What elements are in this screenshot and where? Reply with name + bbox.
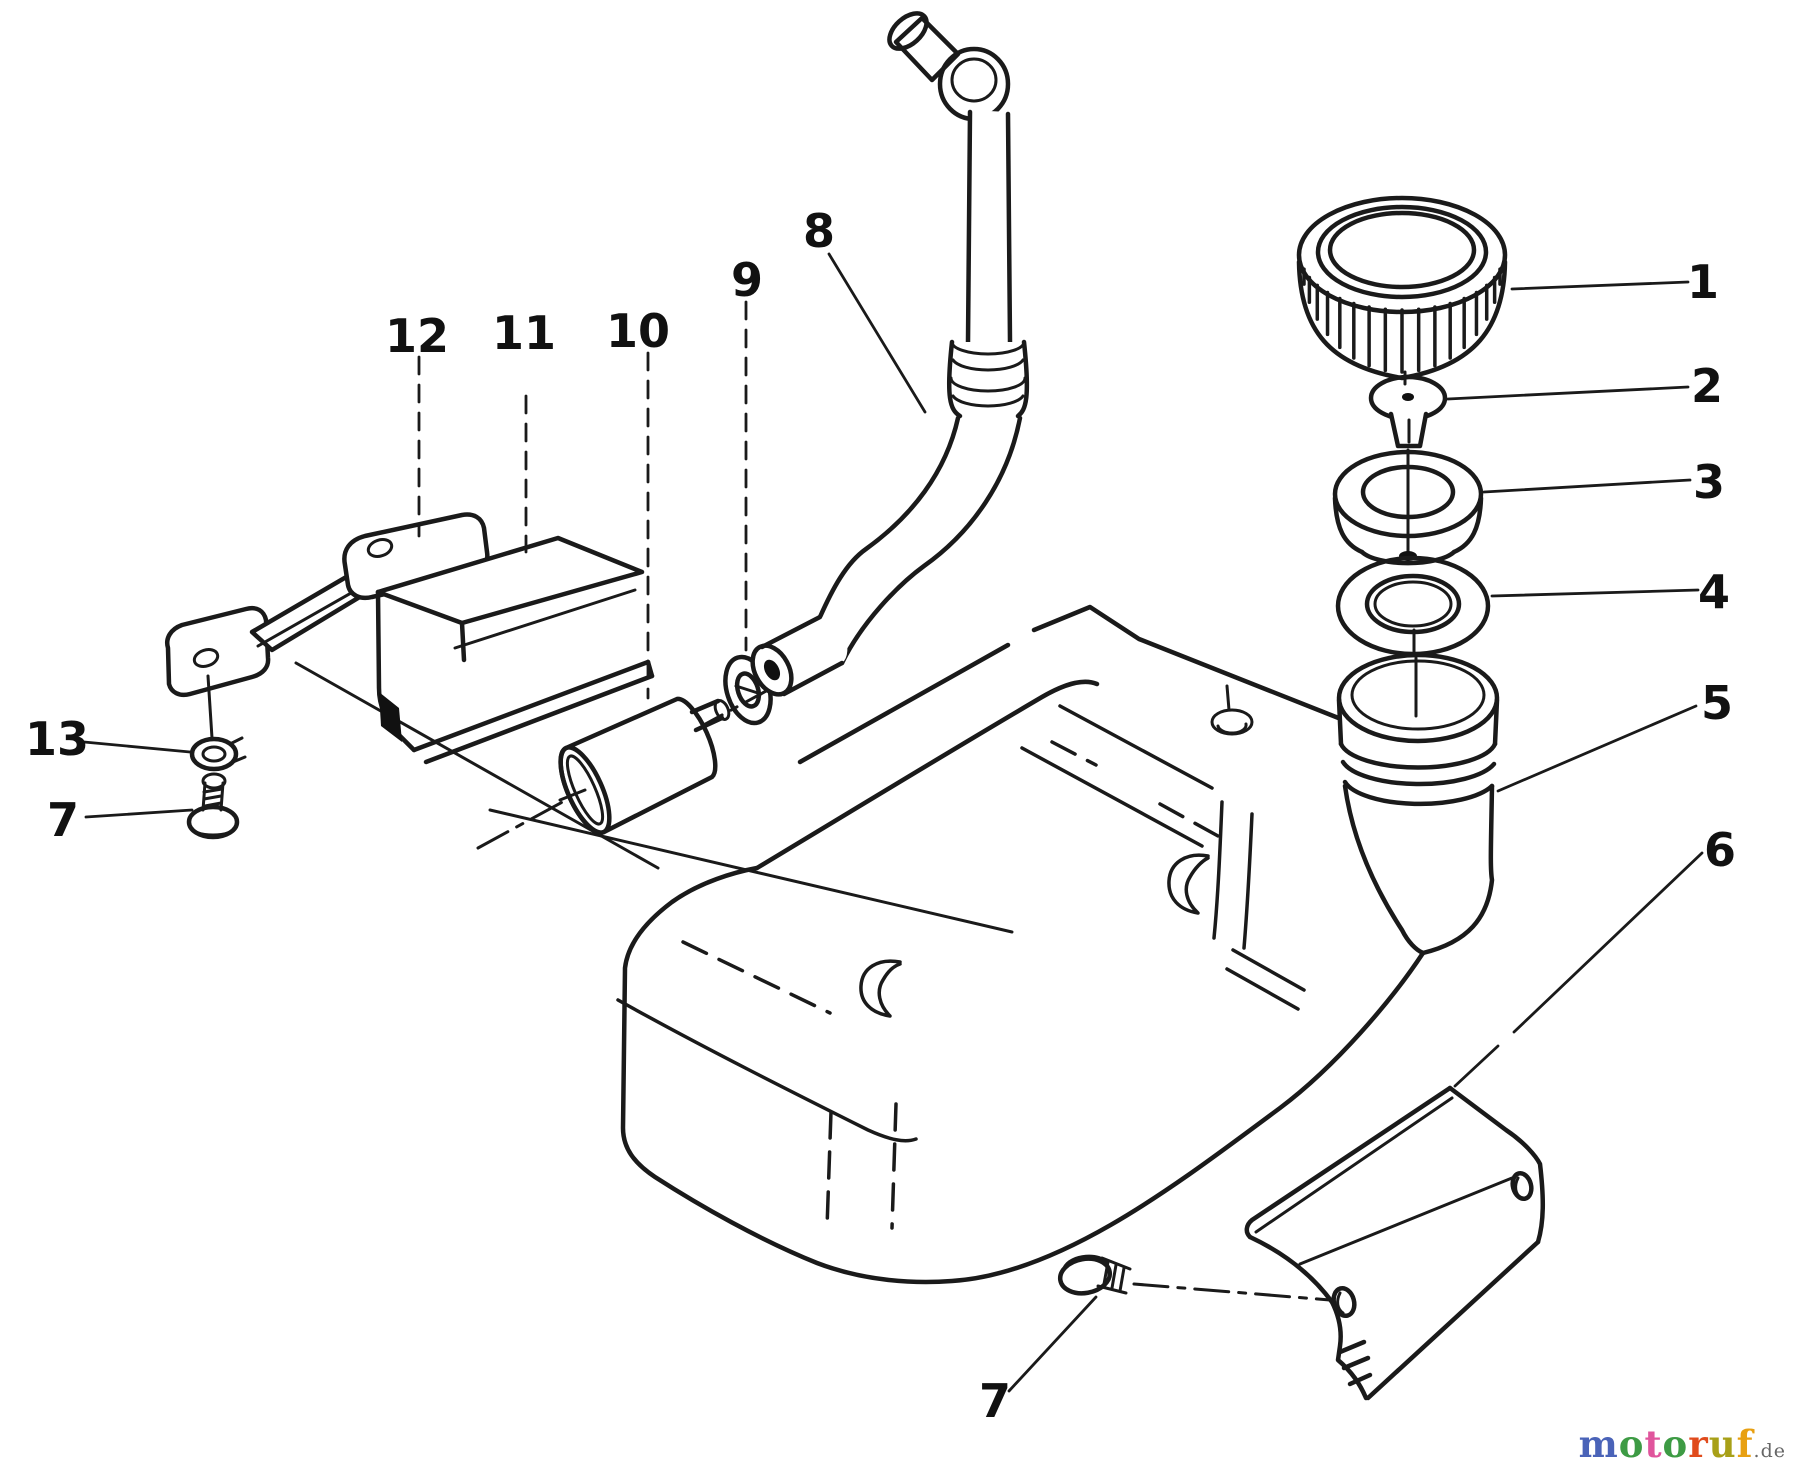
- part-label-2: 2: [1691, 359, 1723, 413]
- valve-part2: [1368, 370, 1448, 449]
- watermark-suffix: .de: [1753, 1440, 1786, 1462]
- bracket-channel-part11: [375, 535, 655, 765]
- part-label-5: 5: [1701, 676, 1733, 730]
- grommet-part3: [1332, 448, 1484, 566]
- part-label-12: 12: [385, 309, 449, 363]
- part-label-13: 13: [25, 712, 89, 766]
- gasket-part4: [1335, 555, 1491, 718]
- fuel-tank-neck: [1336, 652, 1500, 956]
- leader-line-7l: [84, 808, 194, 819]
- leader-line-6-b: [1512, 851, 1704, 1034]
- fuel-cap-part1: [1296, 195, 1508, 381]
- screw-part7-left: [186, 772, 240, 840]
- watermark-letter: r: [1688, 1422, 1709, 1466]
- fuel-pickup-hose-part8: [750, 11, 1030, 697]
- lock-washer-part13: [189, 674, 247, 772]
- leader-line-5: [1496, 704, 1698, 793]
- screw-part7-bottom: [1057, 1254, 1332, 1302]
- leader-line-1: [1510, 280, 1690, 291]
- part-label-6: 6: [1704, 823, 1736, 877]
- watermark-letter: o: [1618, 1422, 1645, 1466]
- leader-line-6: [1453, 1044, 1500, 1088]
- watermark-letter: t: [1644, 1422, 1663, 1466]
- tank-vent-hole: [1210, 684, 1254, 736]
- part-label-8: 8: [803, 204, 835, 258]
- part-label-7l: 7: [47, 793, 79, 847]
- tank-top-ridge: [754, 679, 1100, 871]
- tank-outline: [620, 865, 1426, 1285]
- leader-line-3: [1482, 478, 1692, 494]
- cap-knurling: [1302, 267, 1502, 374]
- mounting-bracket-part6: [1244, 1085, 1546, 1401]
- part-label-10: 10: [606, 304, 670, 358]
- leader-line-4: [1490, 588, 1700, 598]
- watermark-letter: m: [1578, 1422, 1619, 1466]
- part-label-1: 1: [1687, 255, 1719, 309]
- fuel-tank-body: [616, 604, 1500, 1285]
- leader-line-8: [827, 252, 927, 414]
- watermark-letter: o: [1662, 1422, 1689, 1466]
- watermark-letter: u: [1708, 1422, 1737, 1466]
- part-label-3: 3: [1693, 455, 1725, 509]
- tank-hook-detail-right: [1167, 853, 1210, 915]
- tank-hook-detail-left: [859, 959, 902, 1018]
- part-label-4: 4: [1698, 565, 1730, 619]
- leader-line-2: [1446, 385, 1690, 401]
- motoruf-watermark-logo: motoruf.de: [1579, 1422, 1786, 1466]
- part-label-11: 11: [492, 306, 556, 360]
- leader-line-13: [82, 740, 192, 754]
- fuel-filter-part10: [558, 696, 731, 835]
- filter-nipple: [689, 698, 725, 733]
- part-label-9: 9: [731, 253, 763, 307]
- tank-far-top-edge: [797, 642, 1011, 765]
- tank-front-crease: [616, 998, 918, 1143]
- part-label-7b: 7: [979, 1374, 1011, 1428]
- watermark-letter: f: [1736, 1422, 1754, 1466]
- leader-line-7b: [1007, 1295, 1098, 1393]
